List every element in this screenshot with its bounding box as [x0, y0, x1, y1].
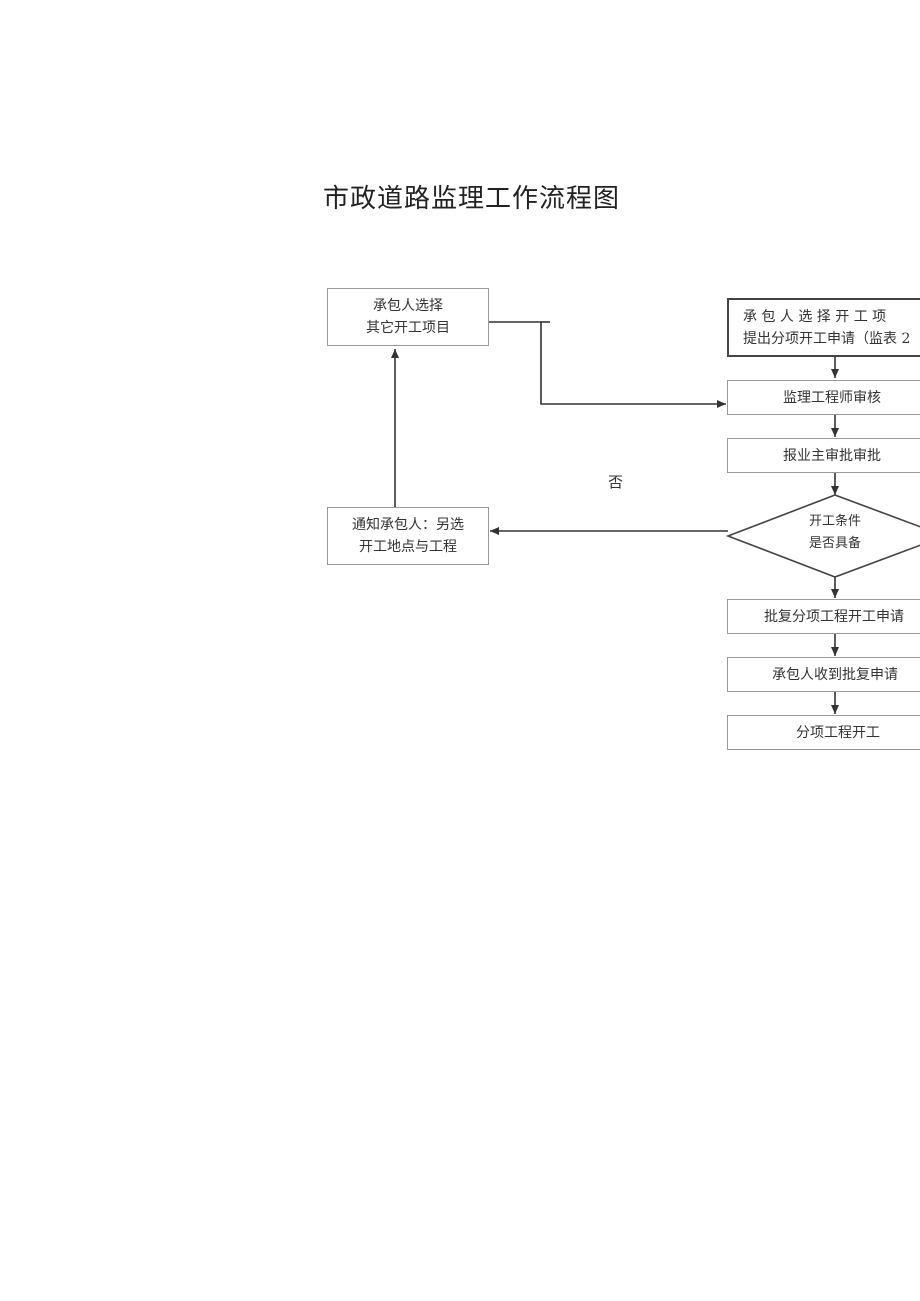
decision-text-line: 开工条件: [808, 514, 861, 529]
node-text: 承 包 人 选 择 开 工 项: [743, 308, 887, 325]
edge-label-no: 否: [608, 473, 624, 491]
node-text: 提出分项开工申请（监表 2: [743, 330, 911, 347]
node-text: 分项工程开工: [796, 724, 880, 741]
node-text: 开工地点与工程: [359, 539, 457, 555]
node-text: 监理工程师审核: [783, 389, 881, 406]
node-text: 承包人选择: [373, 298, 443, 314]
node-text: 通知承包人：另选: [352, 517, 464, 533]
node-text: 其它开工项目: [366, 320, 450, 336]
connector-other-to-review: [488, 321, 726, 408]
node-approve-application: 批复分项工程开工申请: [727, 599, 920, 634]
node-contractor-select-other: 承包人选择 其它开工项目: [327, 288, 489, 346]
decision-diamond: [725, 494, 920, 578]
node-text: 批复分项工程开工申请: [764, 608, 904, 625]
decision-text: 开工条件 是否具备: [785, 511, 885, 555]
node-engineer-review: 监理工程师审核: [727, 380, 920, 415]
node-subitem-start: 分项工程开工: [727, 715, 920, 750]
decision-text-line: 是否具备: [808, 536, 861, 551]
node-text: 报业主审批审批: [783, 447, 881, 464]
node-notify-contractor: 通知承包人：另选 开工地点与工程: [327, 507, 489, 565]
node-text: 承包人收到批复申请: [772, 666, 898, 683]
node-contractor-receive: 承包人收到批复申请: [727, 657, 920, 692]
node-owner-approval: 报业主审批审批: [727, 438, 920, 473]
node-contractor-select-start: 承 包 人 选 择 开 工 项 提出分项开工申请（监表 2: [727, 298, 920, 357]
page-title: 市政道路监理工作流程图: [322, 184, 620, 214]
